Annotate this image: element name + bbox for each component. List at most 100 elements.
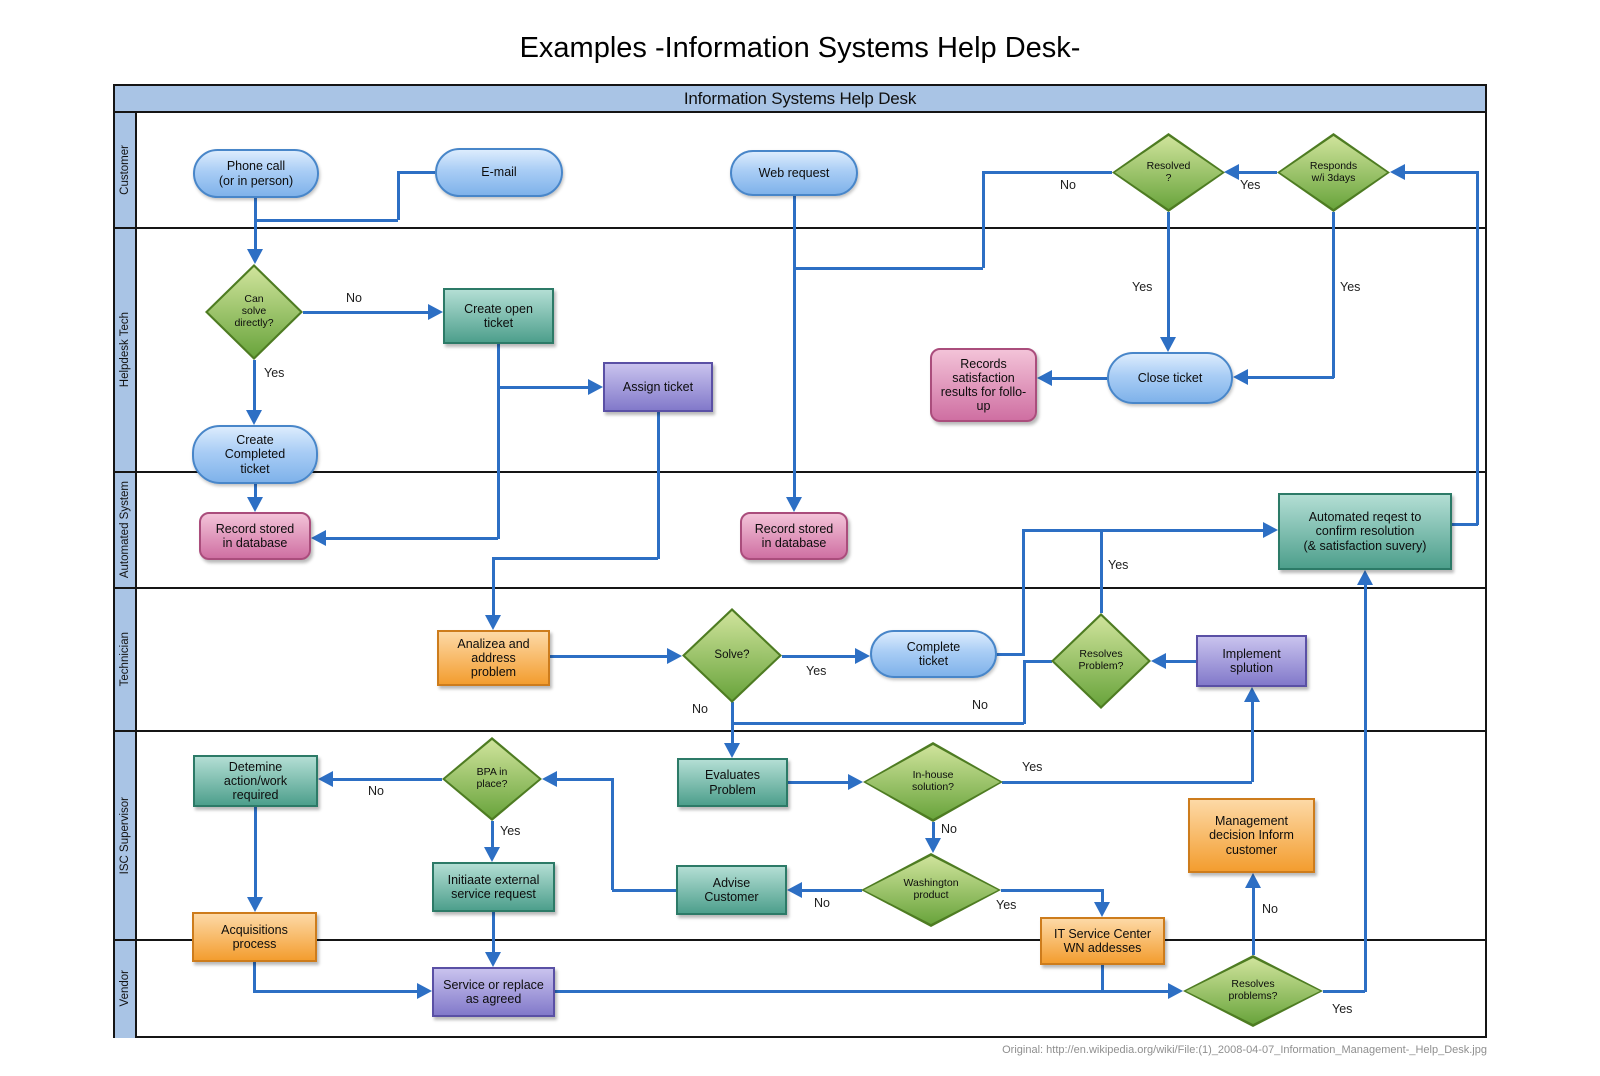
connector <box>1323 990 1365 993</box>
node-resolves-problem-decision: Resolves Problem? <box>1051 613 1151 709</box>
connector <box>1452 523 1478 526</box>
edge-label-yes: Yes <box>1108 558 1129 572</box>
node-resolved-decision: Resolved ? <box>1112 133 1225 212</box>
lane-divider <box>113 730 1487 732</box>
connector <box>611 778 614 890</box>
connector <box>782 655 855 658</box>
arrowhead <box>1151 653 1166 669</box>
node-record-stored-2: Record stored in database <box>740 512 848 560</box>
arrowhead <box>247 897 263 912</box>
connector <box>555 990 1169 993</box>
connector <box>1332 212 1335 378</box>
connector <box>788 781 849 784</box>
arrowhead <box>1245 873 1261 888</box>
connector <box>491 821 494 848</box>
connector <box>1101 889 1104 903</box>
arrowhead <box>485 952 501 967</box>
connector <box>1405 171 1478 174</box>
node-can-solve-decision: Can solve directly? <box>205 264 303 360</box>
page-title: Examples -Information Systems Help Desk- <box>519 32 1081 64</box>
connector <box>932 822 935 839</box>
arrowhead <box>246 410 262 425</box>
arrowhead <box>247 249 263 264</box>
arrowhead <box>1263 522 1278 538</box>
arrowhead <box>925 838 941 853</box>
connector <box>1252 887 1255 955</box>
connector <box>1023 660 1026 724</box>
lane-divider <box>113 471 1487 473</box>
connector <box>1022 529 1025 656</box>
node-resolves-problems-decision: Resolves problems? <box>1183 955 1323 1027</box>
node-assign-ticket: Assign ticket <box>603 362 713 412</box>
arrowhead <box>1037 370 1052 386</box>
node-responds-decision: Responds w/i 3days <box>1277 133 1390 212</box>
connector <box>254 198 257 250</box>
node-washington-decision: Washington product <box>861 853 1001 927</box>
node-service-or-replace: Service or replace as agreed <box>432 967 555 1017</box>
connector <box>333 778 442 781</box>
edge-label-yes: Yes <box>1022 760 1043 774</box>
node-advise-customer: Advise Customer <box>676 865 787 915</box>
connector <box>657 412 660 559</box>
connector <box>1248 376 1334 379</box>
arrowhead <box>724 743 740 758</box>
node-solve-decision: Solve? <box>682 608 782 703</box>
connector <box>1239 171 1277 174</box>
connector <box>497 386 588 389</box>
edge-label-no: No <box>1060 178 1076 192</box>
connector <box>801 889 862 892</box>
lane-label-column <box>113 113 137 1038</box>
arrowhead <box>247 497 263 512</box>
arrowhead <box>667 648 682 664</box>
connector <box>550 655 668 658</box>
node-create-open-ticket: Create open ticket <box>443 288 554 344</box>
edge-label-no: No <box>972 698 988 712</box>
node-it-service-center: IT Service Center WN addesses <box>1040 917 1165 965</box>
node-implement-solution: Implement splution <box>1196 635 1307 687</box>
arrowhead <box>786 497 802 512</box>
edge-label-no: No <box>941 822 957 836</box>
edge-label-yes: Yes <box>1132 280 1153 294</box>
edge-label-yes: Yes <box>1240 178 1261 192</box>
arrowhead <box>485 615 501 630</box>
connector <box>731 722 1024 725</box>
node-records-satisfaction: Records satisfaction results for follo- … <box>930 348 1037 422</box>
diagram-header: Information Systems Help Desk <box>113 84 1487 113</box>
edge-label-yes: Yes <box>1340 280 1361 294</box>
node-web-request: Web request <box>730 150 858 196</box>
connector <box>492 557 495 615</box>
connector <box>983 171 1112 174</box>
arrowhead <box>417 983 432 999</box>
connector <box>1002 781 1252 784</box>
arrowhead <box>1168 983 1183 999</box>
node-complete-ticket: Complete ticket <box>870 630 997 678</box>
connector <box>1364 584 1367 992</box>
edge-label-no: No <box>368 784 384 798</box>
arrowhead <box>542 771 557 787</box>
connector <box>492 912 495 953</box>
connector <box>1001 889 1102 892</box>
node-initiaate-external: Initiaate external service request <box>432 862 555 912</box>
arrowhead <box>1160 337 1176 352</box>
connector <box>996 653 1023 656</box>
edge-label-no: No <box>692 702 708 716</box>
connector <box>254 807 257 898</box>
lane-automated-system: Automated System <box>119 481 131 579</box>
connector <box>253 360 256 411</box>
arrowhead <box>1224 164 1239 180</box>
node-evaluates-problem: Evaluates Problem <box>677 758 788 807</box>
connector <box>1100 529 1103 613</box>
arrowhead <box>1233 369 1248 385</box>
source-caption: Original: http://en.wikipedia.org/wiki/F… <box>1002 1044 1487 1056</box>
lane-customer: Customer <box>119 145 131 195</box>
node-analizea-problem: Analizea and address problem <box>437 630 550 686</box>
node-detemine-action: Detemine action/work required <box>193 755 318 807</box>
arrowhead <box>1244 687 1260 702</box>
connector <box>1251 700 1254 782</box>
lane-helpdesk-tech: Helpdesk Tech <box>119 312 131 388</box>
arrowhead <box>318 771 333 787</box>
edge-label-no: No <box>1262 902 1278 916</box>
lane-divider <box>113 587 1487 589</box>
connector <box>1167 212 1170 338</box>
